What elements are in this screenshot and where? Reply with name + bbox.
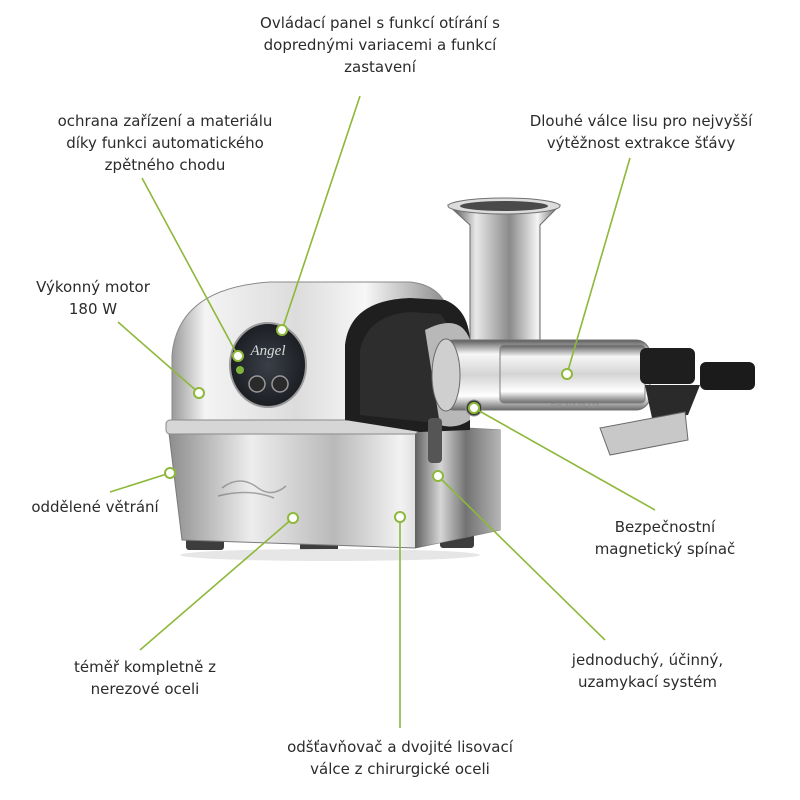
label-magnetic-switch: Bezpečnostní magnetický spínač bbox=[594, 518, 736, 558]
callout-dot bbox=[394, 511, 406, 523]
callout-line-locking bbox=[437, 475, 606, 641]
juicer-illustration: Angel SUS 316 S8-123 bbox=[165, 197, 755, 561]
base-logo bbox=[217, 480, 287, 499]
power-button[interactable] bbox=[248, 375, 266, 393]
callouts bbox=[109, 95, 656, 728]
label-long-rollers: Dlouhé válce lisu pro nejvyšší výtěžnost… bbox=[529, 112, 753, 152]
callout-line-motor bbox=[117, 321, 200, 394]
indicator-light bbox=[236, 366, 244, 374]
label-stainless: téměř kompletně z nerezové oceli bbox=[73, 658, 216, 698]
callout-dot bbox=[232, 350, 244, 362]
label-locking-system: jednoduchý, účinný, uzamykací systém bbox=[571, 651, 724, 691]
brand-logo: Angel bbox=[250, 343, 286, 359]
callout-dot bbox=[164, 467, 176, 479]
callout-dot bbox=[287, 512, 299, 524]
callout-dot bbox=[561, 368, 573, 380]
callout-line-stainless bbox=[139, 517, 294, 651]
label-control-panel: Ovládací panel s funkcí otírání s dopred… bbox=[260, 14, 500, 76]
svg-text:SUS 316 S8-123: SUS 316 S8-123 bbox=[551, 403, 600, 410]
callout-line-protection bbox=[141, 177, 239, 357]
label-juicer-rollers: odšťavňovač a dvojité lisovací válce z c… bbox=[287, 738, 513, 778]
callout-line-control-panel bbox=[281, 95, 361, 331]
callout-line-long-rollers bbox=[566, 157, 631, 375]
label-protection: ochrana zařízení a materiálu díky funkci… bbox=[57, 112, 273, 174]
label-ventilation: oddělené větrání bbox=[31, 498, 159, 516]
lock-handle[interactable] bbox=[700, 362, 755, 390]
callout-line-magnetic-switch bbox=[473, 407, 656, 511]
callout-dot bbox=[193, 387, 205, 399]
callout-line-ventilation bbox=[109, 472, 171, 493]
pulp-tray bbox=[599, 411, 689, 456]
reverse-button[interactable] bbox=[271, 375, 289, 393]
control-panel[interactable] bbox=[229, 322, 307, 408]
callout-dots bbox=[164, 324, 573, 524]
end-cap bbox=[640, 348, 695, 384]
callout-dot bbox=[276, 324, 288, 336]
lock-clamp[interactable] bbox=[645, 385, 700, 418]
callout-dot bbox=[432, 470, 444, 482]
callout-dot bbox=[468, 402, 480, 414]
juice-spout bbox=[428, 418, 442, 463]
label-motor: Výkonný motor 180 W bbox=[36, 278, 150, 318]
